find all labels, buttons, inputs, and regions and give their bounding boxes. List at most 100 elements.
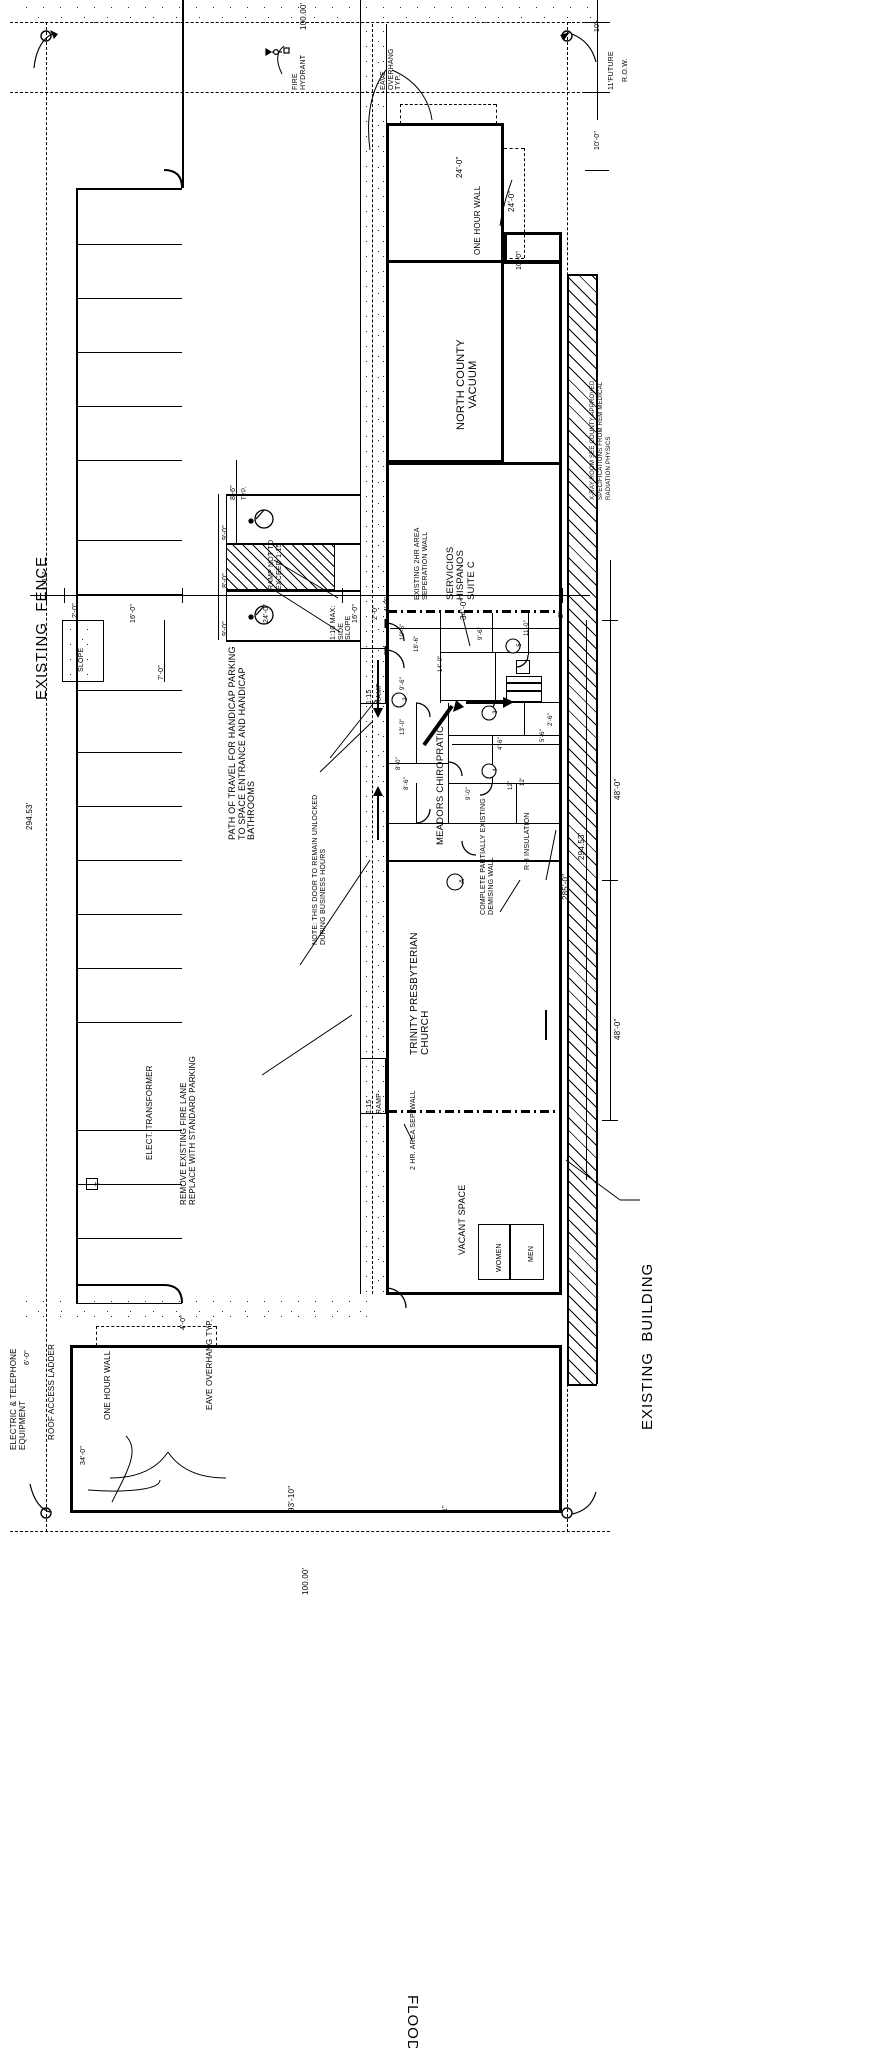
walkway-centerline: [372, 24, 373, 1294]
interior-wall: [440, 613, 441, 703]
stall-line: [76, 914, 182, 915]
dim-2-0-a: 2'-0": [72, 603, 79, 618]
hc-stall-top: [226, 494, 360, 496]
interior-dim: 5'-6": [540, 729, 546, 742]
path-of-travel-note: PATH OF TRAVEL FOR HANDICAP PARKING TO S…: [227, 646, 257, 840]
interior-dim: 8'-6": [404, 777, 410, 790]
interior-wall: [448, 783, 562, 784]
dim-tick: [76, 588, 77, 603]
offset-2in: 2": [558, 611, 565, 618]
stall-line: [76, 752, 182, 753]
building-dim-line-east: [610, 560, 611, 1120]
stall-line: [76, 1022, 182, 1023]
hc-stall-dim-2: 9'-0": [222, 621, 229, 636]
fire-lane-replace-note: REMOVE EXISTING FIRE LANE REPLACE WITH S…: [179, 1055, 197, 1205]
interior-wall: [440, 700, 495, 701]
setback-10-second: 10'-0": [594, 130, 601, 150]
dim-1-inch: 1": [442, 1505, 449, 1512]
existing-2hr-wall-note: EXISTING 2HR AREA SEPERATION WALL: [414, 527, 429, 600]
stall-line: [76, 860, 182, 861]
row-label: R.O.W.: [622, 58, 629, 82]
equipment-detail: [506, 682, 542, 684]
concrete-pad-slope: [62, 622, 102, 680]
stall-dim-line: [236, 460, 237, 544]
dim-16-0-a: 16'-0": [130, 603, 137, 623]
interior-wall: [492, 613, 493, 653]
ramp-label-upper: RAMP: [376, 682, 383, 704]
east-property-dim: 294.53': [577, 832, 586, 860]
fire-hydrant-label: FIRE HYDRANT: [292, 54, 307, 90]
interior-wall: [440, 652, 562, 653]
room-women-label: WOMEN: [496, 1243, 503, 1272]
eave-overhang-east-upper: [524, 148, 525, 258]
interior-dim: 9'-0": [466, 787, 472, 800]
eave-overhang-bottom-note: EAVE OVERHANG TYP.: [205, 1318, 214, 1410]
dim-tick: [562, 588, 563, 603]
door-tag: 4: [493, 768, 499, 772]
dim-tick: [602, 620, 618, 621]
restroom-men: [510, 1224, 544, 1280]
dim-tick: [360, 588, 361, 603]
setback-line-north: [10, 92, 610, 93]
stall-line: [76, 690, 182, 691]
eave-overhang-north-left: [400, 104, 401, 124]
interior-wall: [448, 823, 562, 824]
row-tick-top: [585, 22, 609, 23]
dim-34-0-bottom: 34'-0": [80, 1445, 87, 1465]
existing-building-edge-right: [596, 274, 598, 1384]
restroom-divider: [478, 1224, 544, 1225]
setback-tick-10: [585, 170, 609, 171]
eave-overhang-lower-1: [96, 1326, 216, 1327]
dim-tick: [602, 880, 618, 881]
xray-room-note: X-RAY ROOM SEE COUNTY APPROVED SPECIFICA…: [590, 380, 612, 500]
stall-line: [76, 1184, 182, 1185]
dim-16-0-b: 16'-0": [352, 603, 359, 623]
stall-width-typ: TYP.: [242, 486, 248, 500]
hc-dim-line: [218, 494, 219, 640]
existing-building-label: EXISTING BUILDING: [639, 1262, 656, 1430]
interior-wall: [528, 613, 529, 655]
slope-label: SLOPE: [78, 647, 85, 672]
tenant-meadors-chiropratic: MEADORS CHIROPRATIC: [435, 725, 446, 845]
parking-row-a-edge: [182, 0, 184, 188]
hc-access-aisle: [226, 543, 335, 590]
dim-6-0-bottom: 6'-0": [24, 1350, 31, 1365]
eave-overhang-east-upper-top: [504, 148, 524, 149]
interior-dim-line: [452, 744, 562, 745]
eave-overhang-top-label: EAVE OVERHANG TYP.: [380, 48, 403, 90]
stall-width-dim: 8'-6": [230, 485, 237, 500]
area-separation-wall-2: [388, 610, 562, 613]
building-main-body: [386, 260, 562, 1295]
door-unlocked-note: NOTE: THIS DOOR TO REMAIN UNLOCKED DURIN…: [312, 794, 327, 945]
interior-wall: [492, 735, 493, 783]
walkway-edge-east: [386, 24, 387, 1294]
interior-dim: 8'-0": [396, 757, 402, 770]
transformer-symbol-label: T: [95, 1181, 102, 1187]
concrete-sidewalk-top: [18, 0, 598, 24]
eave-overhang-lower-1-r: [216, 1326, 217, 1346]
dim-24-0: 24'-0": [263, 603, 270, 623]
interior-dim: 9'-6": [400, 677, 406, 690]
ramp-lower: [360, 1058, 386, 1114]
interior-wall: [388, 763, 448, 764]
north-wing-depth-dim: 34'-0": [459, 598, 468, 620]
door-tag: 2: [403, 697, 409, 701]
r8-insulation-note: R-8 INSULATION: [524, 812, 531, 870]
eave-overhang-east-upper-bot: [504, 258, 524, 259]
stall-line: [76, 244, 182, 245]
west-property-dim: 294.53': [25, 802, 34, 830]
east-48-0-a: 48'-0": [613, 778, 622, 800]
dim-tick: [182, 588, 183, 603]
stall-line: [76, 406, 182, 407]
east-property-dim-2: 285'-0": [561, 873, 570, 900]
interior-wall: [524, 702, 525, 735]
tenant-trinity-presbyterian: TRINITY PRESBYTERIAN CHURCH: [409, 932, 431, 1055]
existing-building-edge-bottom: [567, 1384, 597, 1386]
interior-dim: 12": [508, 780, 514, 790]
hc-stall-dim-1: 9'-0": [222, 525, 229, 540]
existing-fence-label: EXISTING FENCE: [33, 555, 50, 700]
one-hour-wall-dim: 24'-0": [507, 190, 516, 212]
tenant-north-county-vacuum: NORTH COUNTY VACUUM: [455, 339, 479, 430]
area-separation-wall-1: [388, 462, 562, 465]
interior-dim: 18'-6": [414, 635, 420, 652]
